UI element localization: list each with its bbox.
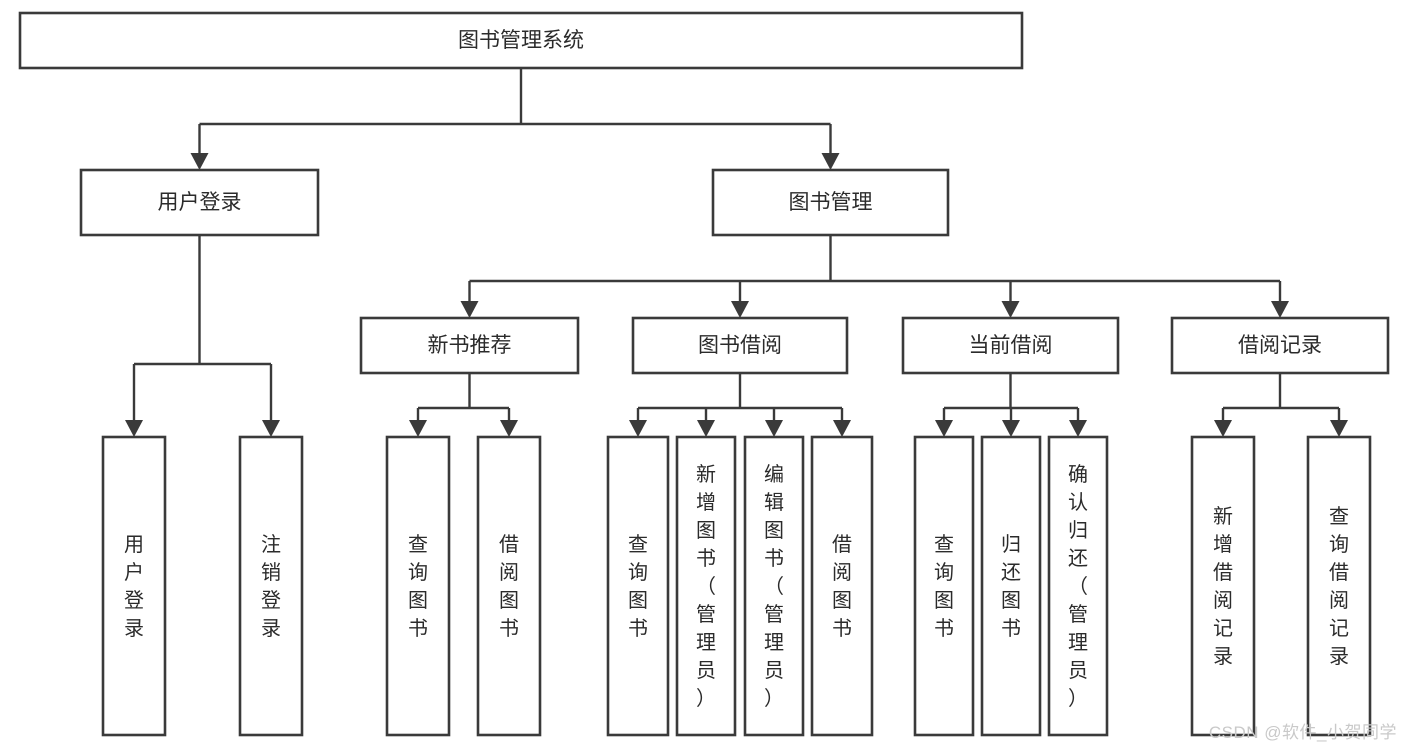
node-label: 用户登录 — [158, 191, 242, 214]
arrow-head-icon — [500, 420, 518, 437]
arrow-head-icon — [1330, 420, 1348, 437]
node-box[interactable] — [359, 316, 580, 375]
node-box[interactable] — [1170, 316, 1390, 375]
node-book-manage[interactable]: 图书管理 — [711, 168, 950, 237]
node-leaf-query-book-rec[interactable]: 查询图书 — [385, 435, 451, 737]
node-leaf-query-book[interactable]: 查询图书 — [606, 435, 670, 737]
node-label: 借阅图书 — [499, 533, 519, 640]
arrow-head-icon — [821, 153, 840, 170]
node-label: 当前借阅 — [969, 334, 1053, 357]
arrow-head-icon — [731, 301, 749, 318]
arrow-head-icon — [125, 420, 143, 437]
node-book-borrow[interactable]: 图书借阅 — [631, 316, 849, 375]
node-label: 借阅记录 — [1238, 334, 1322, 357]
arrow-head-icon — [765, 420, 783, 437]
node-leaf-return-book[interactable]: 归还图书 — [980, 435, 1042, 737]
node-label: 查询图书 — [628, 533, 648, 640]
node-box[interactable] — [913, 435, 975, 737]
node-root[interactable]: 图书管理系统 — [18, 11, 1024, 70]
node-leaf-logout[interactable]: 注销登录 — [238, 435, 304, 737]
arrow-head-icon — [629, 420, 647, 437]
node-current-borrow[interactable]: 当前借阅 — [901, 316, 1120, 375]
arrow-head-icon — [697, 420, 715, 437]
node-box[interactable] — [1306, 435, 1372, 737]
node-label: 图书管理 — [789, 191, 873, 214]
node-label: 图书借阅 — [698, 334, 782, 357]
node-new-book-rec[interactable]: 新书推荐 — [359, 316, 580, 375]
node-leaf-confirm-return[interactable]: 确认归还（管理员） — [1047, 435, 1109, 737]
arrow-head-icon — [1271, 301, 1289, 318]
node-leaf-borrow-book[interactable]: 借阅图书 — [810, 435, 874, 737]
watermark-text: CSDN @软件_小贺同学 — [1208, 723, 1397, 742]
node-user-login[interactable]: 用户登录 — [79, 168, 320, 237]
arrow-head-icon — [409, 420, 427, 437]
arrow-head-icon — [1214, 420, 1232, 437]
node-box[interactable] — [101, 435, 167, 737]
node-label: 图书管理系统 — [458, 29, 584, 52]
arrow-head-icon — [1001, 301, 1020, 318]
node-box[interactable] — [18, 11, 1024, 70]
node-label: 新增借阅记录 — [1213, 505, 1233, 668]
node-box[interactable] — [385, 435, 451, 737]
arrow-head-icon — [935, 420, 953, 437]
node-leaf-borrow-book-rec[interactable]: 借阅图书 — [476, 435, 542, 737]
arrow-head-icon — [833, 420, 851, 437]
arrow-head-icon — [1069, 420, 1087, 437]
node-label: 注销登录 — [261, 533, 281, 640]
connectors-layer — [125, 68, 1348, 437]
node-label: 查询图书 — [934, 533, 954, 640]
node-box[interactable] — [1190, 435, 1256, 737]
arrow-head-icon — [190, 153, 209, 170]
node-label: 借阅图书 — [832, 533, 852, 640]
node-label: 查询图书 — [408, 533, 428, 640]
node-leaf-add-book[interactable]: 新增图书（管理员） — [675, 435, 737, 737]
node-box[interactable] — [238, 435, 304, 737]
node-leaf-query-record[interactable]: 查询借阅记录 — [1306, 435, 1372, 737]
node-label: 用户登录 — [124, 534, 144, 640]
node-box[interactable] — [810, 435, 874, 737]
node-label: 查询借阅记录 — [1329, 505, 1349, 668]
node-box[interactable] — [675, 435, 737, 737]
node-label: 新增图书（管理员） — [696, 463, 716, 710]
node-label: 编辑图书（管理员） — [764, 463, 784, 710]
node-borrow-record[interactable]: 借阅记录 — [1170, 316, 1390, 375]
node-box[interactable] — [711, 168, 950, 237]
node-label: 新书推荐 — [428, 334, 512, 357]
node-leaf-edit-book[interactable]: 编辑图书（管理员） — [743, 435, 805, 737]
node-box[interactable] — [79, 168, 320, 237]
node-box[interactable] — [1047, 435, 1109, 737]
node-box[interactable] — [901, 316, 1120, 375]
node-label: 归还图书 — [1001, 533, 1021, 640]
node-leaf-query-book-cur[interactable]: 查询图书 — [913, 435, 975, 737]
arrow-head-icon — [262, 420, 280, 437]
node-leaf-add-record[interactable]: 新增借阅记录 — [1190, 435, 1256, 737]
node-box[interactable] — [631, 316, 849, 375]
node-box[interactable] — [476, 435, 542, 737]
arrow-head-icon — [1002, 420, 1020, 437]
nodes-layer: 图书管理系统用户登录图书管理新书推荐图书借阅当前借阅借阅记录用户登录注销登录查询… — [18, 11, 1390, 737]
node-box[interactable] — [743, 435, 805, 737]
node-box[interactable] — [980, 435, 1042, 737]
node-box[interactable] — [606, 435, 670, 737]
arrow-head-icon — [460, 301, 479, 318]
node-leaf-user-login[interactable]: 用户登录 — [101, 435, 167, 737]
node-label: 确认归还（管理员） — [1068, 463, 1088, 710]
